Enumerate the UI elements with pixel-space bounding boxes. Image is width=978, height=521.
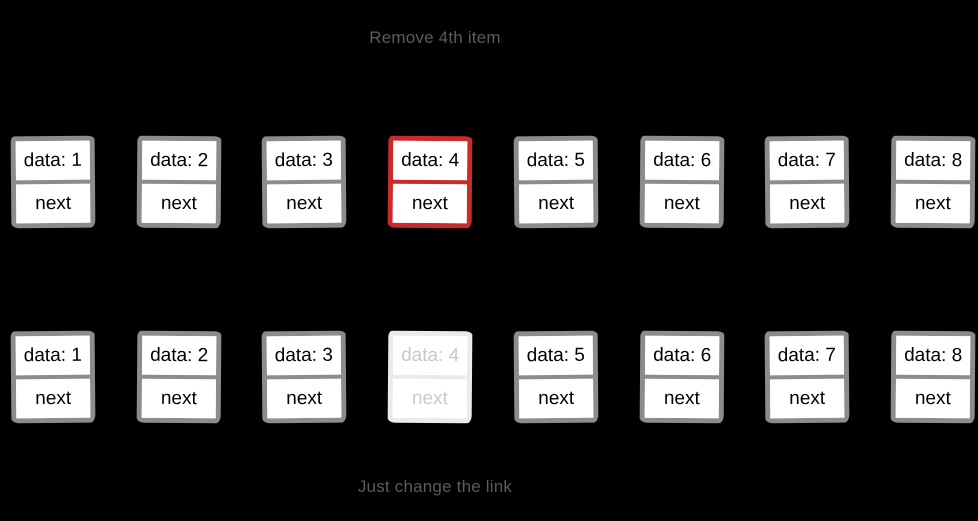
list-node-before-8: data: 8 next bbox=[890, 135, 976, 229]
node-data-cell: data: 3 bbox=[267, 335, 342, 376]
node-next-cell: next bbox=[141, 374, 216, 419]
node-next-cell: next bbox=[392, 179, 468, 224]
list-row-before: data: 1 next data: 2 next data: 3 next d… bbox=[10, 135, 976, 229]
list-node-before-3: data: 3 next bbox=[262, 135, 347, 229]
list-node-before-4-highlighted: data: 4 next bbox=[387, 135, 473, 229]
list-node-after-7: data: 7 next bbox=[764, 330, 850, 424]
list-node-before-6: data: 6 next bbox=[639, 135, 724, 229]
node-data-cell: data: 4 bbox=[393, 140, 468, 181]
list-node-after-4-faded: data: 4 next bbox=[387, 330, 473, 424]
list-node-after-1: data: 1 next bbox=[10, 330, 96, 424]
list-node-after-8: data: 8 next bbox=[890, 330, 976, 424]
node-data-cell: data: 2 bbox=[141, 335, 217, 376]
node-data-cell: data: 1 bbox=[15, 140, 90, 181]
node-next-cell: next bbox=[141, 179, 216, 224]
list-node-before-2: data: 2 next bbox=[136, 135, 222, 229]
node-data-cell: data: 6 bbox=[644, 140, 719, 181]
node-data-cell: data: 5 bbox=[518, 335, 593, 376]
node-next-cell: next bbox=[770, 374, 845, 419]
node-next-cell: next bbox=[267, 374, 342, 419]
list-node-after-5: data: 5 next bbox=[513, 330, 599, 424]
list-node-before-7: data: 7 next bbox=[764, 135, 850, 229]
list-node-before-5: data: 5 next bbox=[513, 135, 599, 229]
node-data-cell: data: 2 bbox=[141, 140, 217, 181]
node-next-cell: next bbox=[895, 179, 970, 224]
node-data-cell: data: 7 bbox=[769, 140, 845, 181]
node-data-cell: data: 1 bbox=[15, 335, 90, 376]
node-next-cell: next bbox=[15, 374, 91, 419]
node-data-cell: data: 7 bbox=[769, 335, 845, 376]
node-data-cell: data: 6 bbox=[644, 335, 719, 376]
list-node-after-3: data: 3 next bbox=[262, 330, 347, 424]
node-data-cell: data: 5 bbox=[518, 140, 593, 181]
node-next-cell: next bbox=[895, 374, 970, 419]
node-next-cell: next bbox=[518, 374, 594, 419]
node-data-cell: data: 3 bbox=[267, 140, 342, 181]
node-data-cell: data: 8 bbox=[895, 335, 971, 376]
node-data-cell: data: 8 bbox=[895, 140, 971, 181]
node-next-cell: next bbox=[644, 179, 719, 224]
node-data-cell: data: 4 bbox=[393, 335, 468, 376]
node-next-cell: next bbox=[267, 179, 342, 224]
node-next-cell: next bbox=[644, 374, 719, 419]
top-caption: Remove 4th item bbox=[369, 28, 501, 47]
list-node-after-6: data: 6 next bbox=[639, 330, 724, 424]
node-next-cell: next bbox=[518, 179, 594, 224]
bottom-caption: Just change the link bbox=[357, 477, 513, 496]
list-row-after: data: 1 next data: 2 next data: 3 next d… bbox=[10, 330, 976, 424]
list-node-before-1: data: 1 next bbox=[10, 135, 96, 229]
node-next-cell: next bbox=[770, 179, 845, 224]
node-next-cell: next bbox=[15, 179, 91, 224]
list-node-after-2: data: 2 next bbox=[136, 330, 222, 424]
node-next-cell: next bbox=[392, 374, 468, 419]
